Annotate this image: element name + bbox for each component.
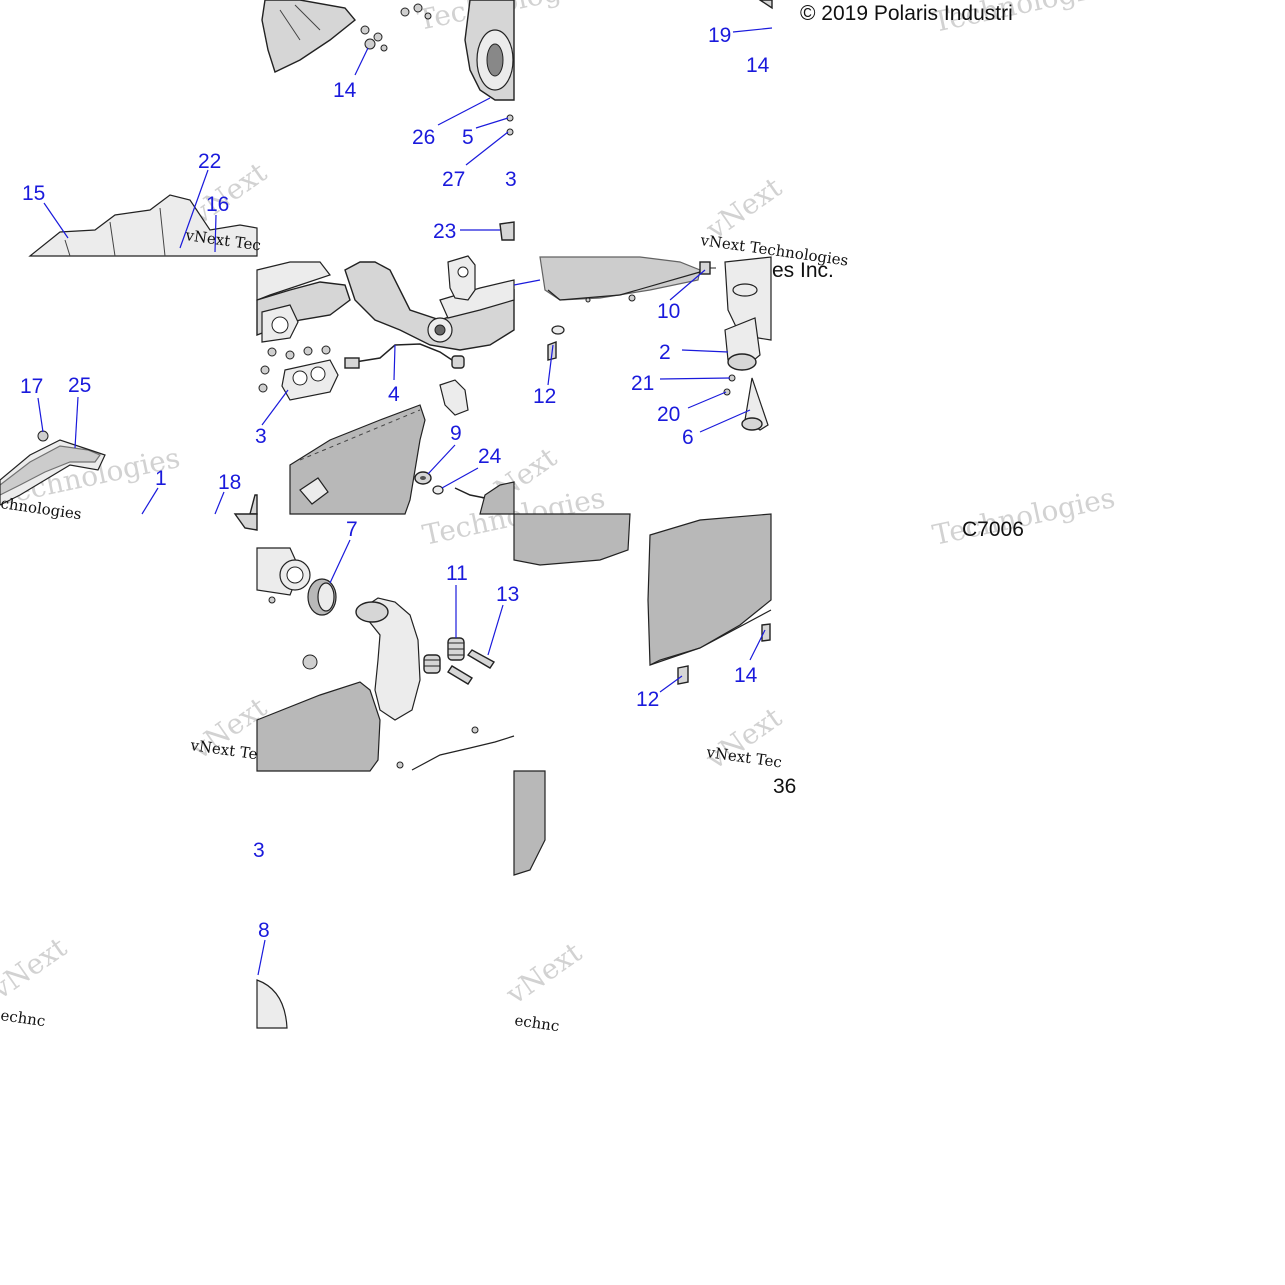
top-shield-piece	[261, 0, 356, 73]
copyright-fragment: es Inc.	[772, 259, 834, 282]
exhaust-pipe-upper	[464, 0, 515, 101]
watermark-layer: Technologies Technologies vNext vNext Te…	[0, 0, 1118, 1011]
callout-6: 6	[682, 426, 694, 449]
clamp-bracket	[439, 379, 469, 416]
grommet-9	[414, 471, 432, 485]
pipe-flange-7	[256, 547, 311, 596]
bracket-lower-right	[396, 726, 515, 771]
callout-12: 12	[636, 688, 659, 711]
callout-21: 21	[631, 372, 654, 395]
callout-20: 20	[657, 403, 680, 426]
heat-shield-muffler	[647, 513, 772, 666]
hardware-nuts-center	[258, 345, 331, 393]
hardware-right-top	[506, 114, 514, 136]
watermark-small: echnc	[513, 1011, 560, 1035]
callout-14: 14	[333, 79, 357, 102]
hardware-cluster-top	[360, 3, 432, 52]
drawing-code: C7006	[962, 518, 1024, 541]
bolt-13	[447, 649, 496, 685]
callout-8: 8	[258, 919, 270, 942]
watermark-text: Technologies	[930, 481, 1118, 552]
callout-17: 17	[20, 375, 43, 398]
nut-near-flange	[268, 596, 318, 670]
callout-13: 13	[496, 583, 519, 606]
watermark-small: echnc	[0, 1006, 47, 1030]
heat-shield-upper-left	[28, 194, 258, 257]
hardware-17	[37, 430, 49, 442]
muffler-shell-top	[513, 513, 631, 566]
callout-24: 24	[478, 445, 502, 468]
pipe-joint-18	[249, 494, 258, 515]
fastener-10	[699, 261, 716, 275]
heat-shield-lower	[289, 404, 426, 515]
callout-3: 3	[505, 168, 517, 191]
pipe-fragment-tile02	[233, 513, 258, 531]
callout-4: 4	[388, 383, 400, 406]
circular-part-8	[256, 979, 288, 1029]
callout-23: 23	[433, 220, 456, 243]
callout-5: 5	[462, 126, 474, 149]
muffler-body	[724, 256, 772, 341]
callout-27: 27	[442, 168, 465, 191]
oxygen-sensor-4	[344, 343, 465, 369]
callout-25: 25	[68, 374, 91, 397]
spring-11	[423, 637, 465, 674]
callout-10: 10	[657, 300, 680, 323]
callout-14: 14	[746, 54, 770, 77]
muffler-edge-upper	[479, 481, 515, 515]
callout-3: 3	[255, 425, 267, 448]
tailpipe-elbow	[355, 597, 421, 721]
hardware-right-small	[585, 294, 636, 303]
sealing-ring-7	[307, 578, 337, 616]
callout-19: 19	[708, 24, 731, 47]
callout-12: 12	[533, 385, 556, 408]
muffler-end-fragment	[513, 770, 546, 876]
callout-15: 15	[22, 182, 45, 205]
callout-3: 3	[253, 839, 265, 862]
gasket-3	[281, 359, 339, 401]
muffler-main	[256, 681, 381, 772]
hardware-12-lower	[677, 623, 771, 685]
hardware-12-upper	[547, 325, 565, 361]
callout-14: 14	[734, 664, 758, 687]
copyright-text: © 2019 Polaris Industri	[800, 2, 1013, 25]
callout-9: 9	[450, 422, 462, 445]
callout-2: 2	[659, 341, 671, 364]
watermark-text: vNext	[499, 935, 588, 1011]
callout-16: 16	[206, 193, 229, 216]
leader-lines	[37, 27, 773, 976]
heat-shield-right	[539, 256, 701, 301]
watermark-text: vNext	[0, 930, 73, 1006]
tailpipe-2	[724, 317, 761, 371]
callout-26: 26	[412, 126, 435, 149]
gasket-upper-left	[261, 304, 299, 343]
callout-labels: 14 26 5 27 3 19 14 22 15 16 23 10 2 21 2…	[20, 24, 770, 942]
callout-7: 7	[346, 518, 358, 541]
callout-22: 22	[198, 150, 221, 173]
spark-arrestor-6	[741, 377, 769, 431]
exhaust-pipe-25	[0, 439, 106, 506]
callout-1: 1	[155, 467, 167, 490]
callout-11: 11	[446, 562, 468, 585]
fragment-part-19	[758, 0, 773, 10]
callout-18: 18	[218, 471, 241, 494]
hanger-bracket-23	[447, 221, 515, 301]
page-fragment: 36	[773, 775, 796, 798]
